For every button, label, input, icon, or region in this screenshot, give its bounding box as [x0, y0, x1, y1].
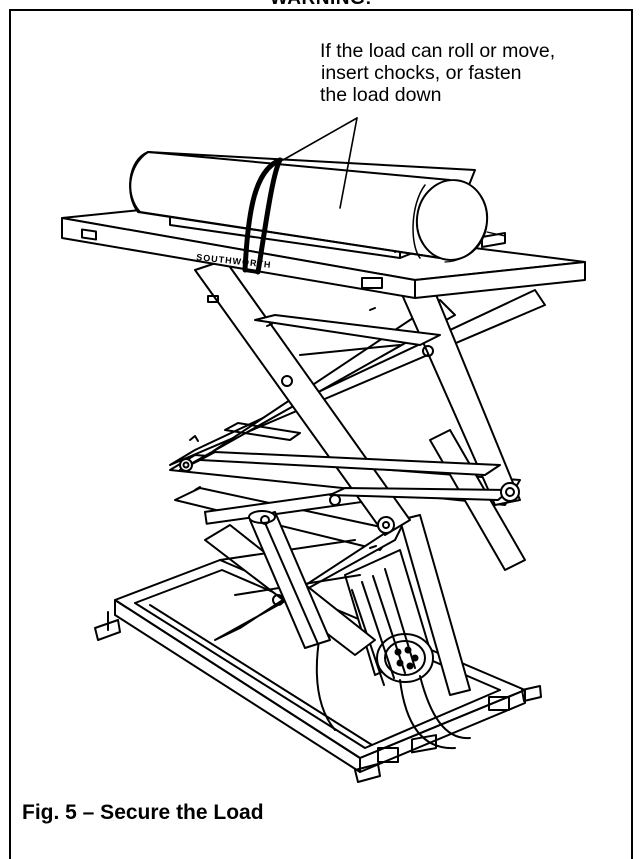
tie-down-strap [242, 157, 283, 275]
warning-heading: WARNING! [0, 0, 642, 10]
cylinder-load [129, 151, 506, 263]
callout-leaders [282, 117, 358, 209]
base-frame [94, 559, 542, 783]
callout-line-1: If the load can roll or move, [320, 40, 556, 62]
callout-line-3: the load down [320, 84, 442, 106]
callout-line-2: insert chocks, or fasten [321, 62, 522, 84]
callout-text: If the load can roll or move, insert cho… [320, 40, 555, 106]
figure-caption: Fig. 5 – Secure the Load [22, 801, 264, 824]
upper-scissor-arms [169, 259, 546, 536]
hydraulic-cylinder [248, 510, 331, 649]
pivot-pins [179, 307, 520, 606]
figure-frame [9, 9, 633, 859]
